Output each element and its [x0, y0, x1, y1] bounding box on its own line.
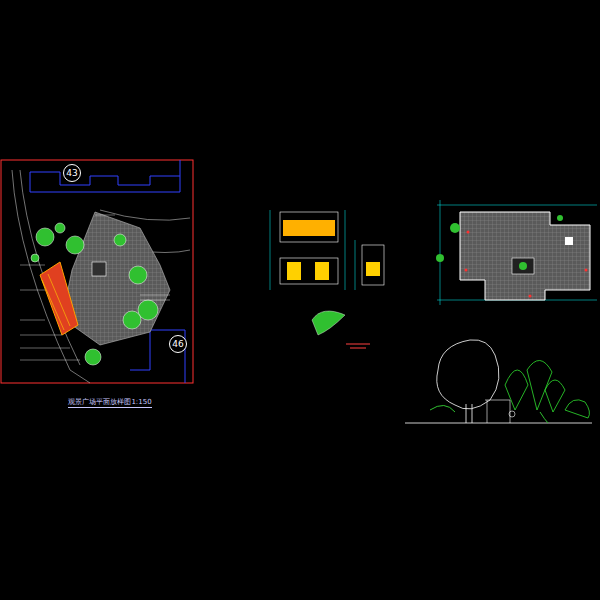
cad-stroke: [529, 295, 532, 298]
cad-stroke: [485, 400, 510, 423]
cad-stroke: [460, 212, 590, 300]
cad-stroke: [129, 266, 147, 284]
cad-stroke: [287, 262, 301, 280]
cad-stroke: [436, 215, 563, 262]
cad-stroke: [565, 237, 573, 245]
cad-stroke: [346, 344, 370, 348]
cad-stroke: [138, 300, 158, 320]
cad-stroke: [557, 215, 563, 221]
cad-stroke: [437, 200, 597, 305]
cad-stroke: [466, 404, 472, 423]
cad-stroke: [512, 258, 534, 274]
drawing-caption: 观景广场平面放样图1:150: [68, 397, 151, 408]
cad-stroke: [465, 231, 588, 298]
cad-stroke: [283, 220, 335, 236]
cad-stroke: [20, 215, 170, 360]
cad-stroke: [465, 269, 468, 272]
cad-stroke: [42, 274, 70, 330]
cad-stroke: [85, 349, 101, 365]
cad-stroke: [31, 254, 39, 262]
cad-stroke: [366, 262, 380, 276]
callout-circle: 46: [169, 335, 187, 353]
cad-stroke: [519, 262, 527, 270]
cad-stroke: [509, 411, 515, 417]
cad-stroke: [450, 223, 460, 233]
elevation-details: [270, 210, 384, 348]
cad-stroke: [565, 400, 589, 418]
cad-stroke: [467, 231, 470, 234]
cad-stroke: [315, 262, 329, 280]
cad-stroke: [123, 311, 141, 329]
site-plan-panel: [1, 160, 193, 383]
cad-stroke: [20, 215, 170, 360]
cad-stroke: [436, 254, 444, 262]
cad-stroke: [270, 210, 355, 290]
cad-stroke: [585, 269, 588, 272]
cad-stroke: [505, 370, 528, 410]
cad-stroke: [40, 262, 78, 335]
cad-stroke: [280, 258, 338, 284]
cad-stroke: [362, 245, 384, 285]
cad-stroke: [280, 212, 338, 242]
cad-stroke: [545, 380, 565, 412]
cad-stroke: [114, 234, 126, 246]
cad-stroke: [36, 228, 54, 246]
section-elevation: [405, 340, 592, 423]
building-number: 46: [172, 340, 183, 349]
callout-circle: 43: [63, 164, 81, 182]
cad-stroke: [92, 262, 106, 276]
cad-stroke: [30, 160, 180, 192]
cad-stroke: [66, 236, 84, 254]
cad-stroke: [55, 223, 65, 233]
cad-stroke: [31, 223, 158, 365]
plaza-plan: [436, 200, 597, 305]
cad-stroke: [437, 340, 499, 409]
cad-stroke: [312, 311, 345, 335]
cad-stroke: [1, 160, 193, 383]
cad-stroke: [430, 405, 548, 423]
cad-stroke: [405, 423, 592, 424]
cad-stroke: [527, 360, 552, 410]
building-number: 43: [66, 169, 77, 178]
cad-stroke: [505, 360, 589, 418]
